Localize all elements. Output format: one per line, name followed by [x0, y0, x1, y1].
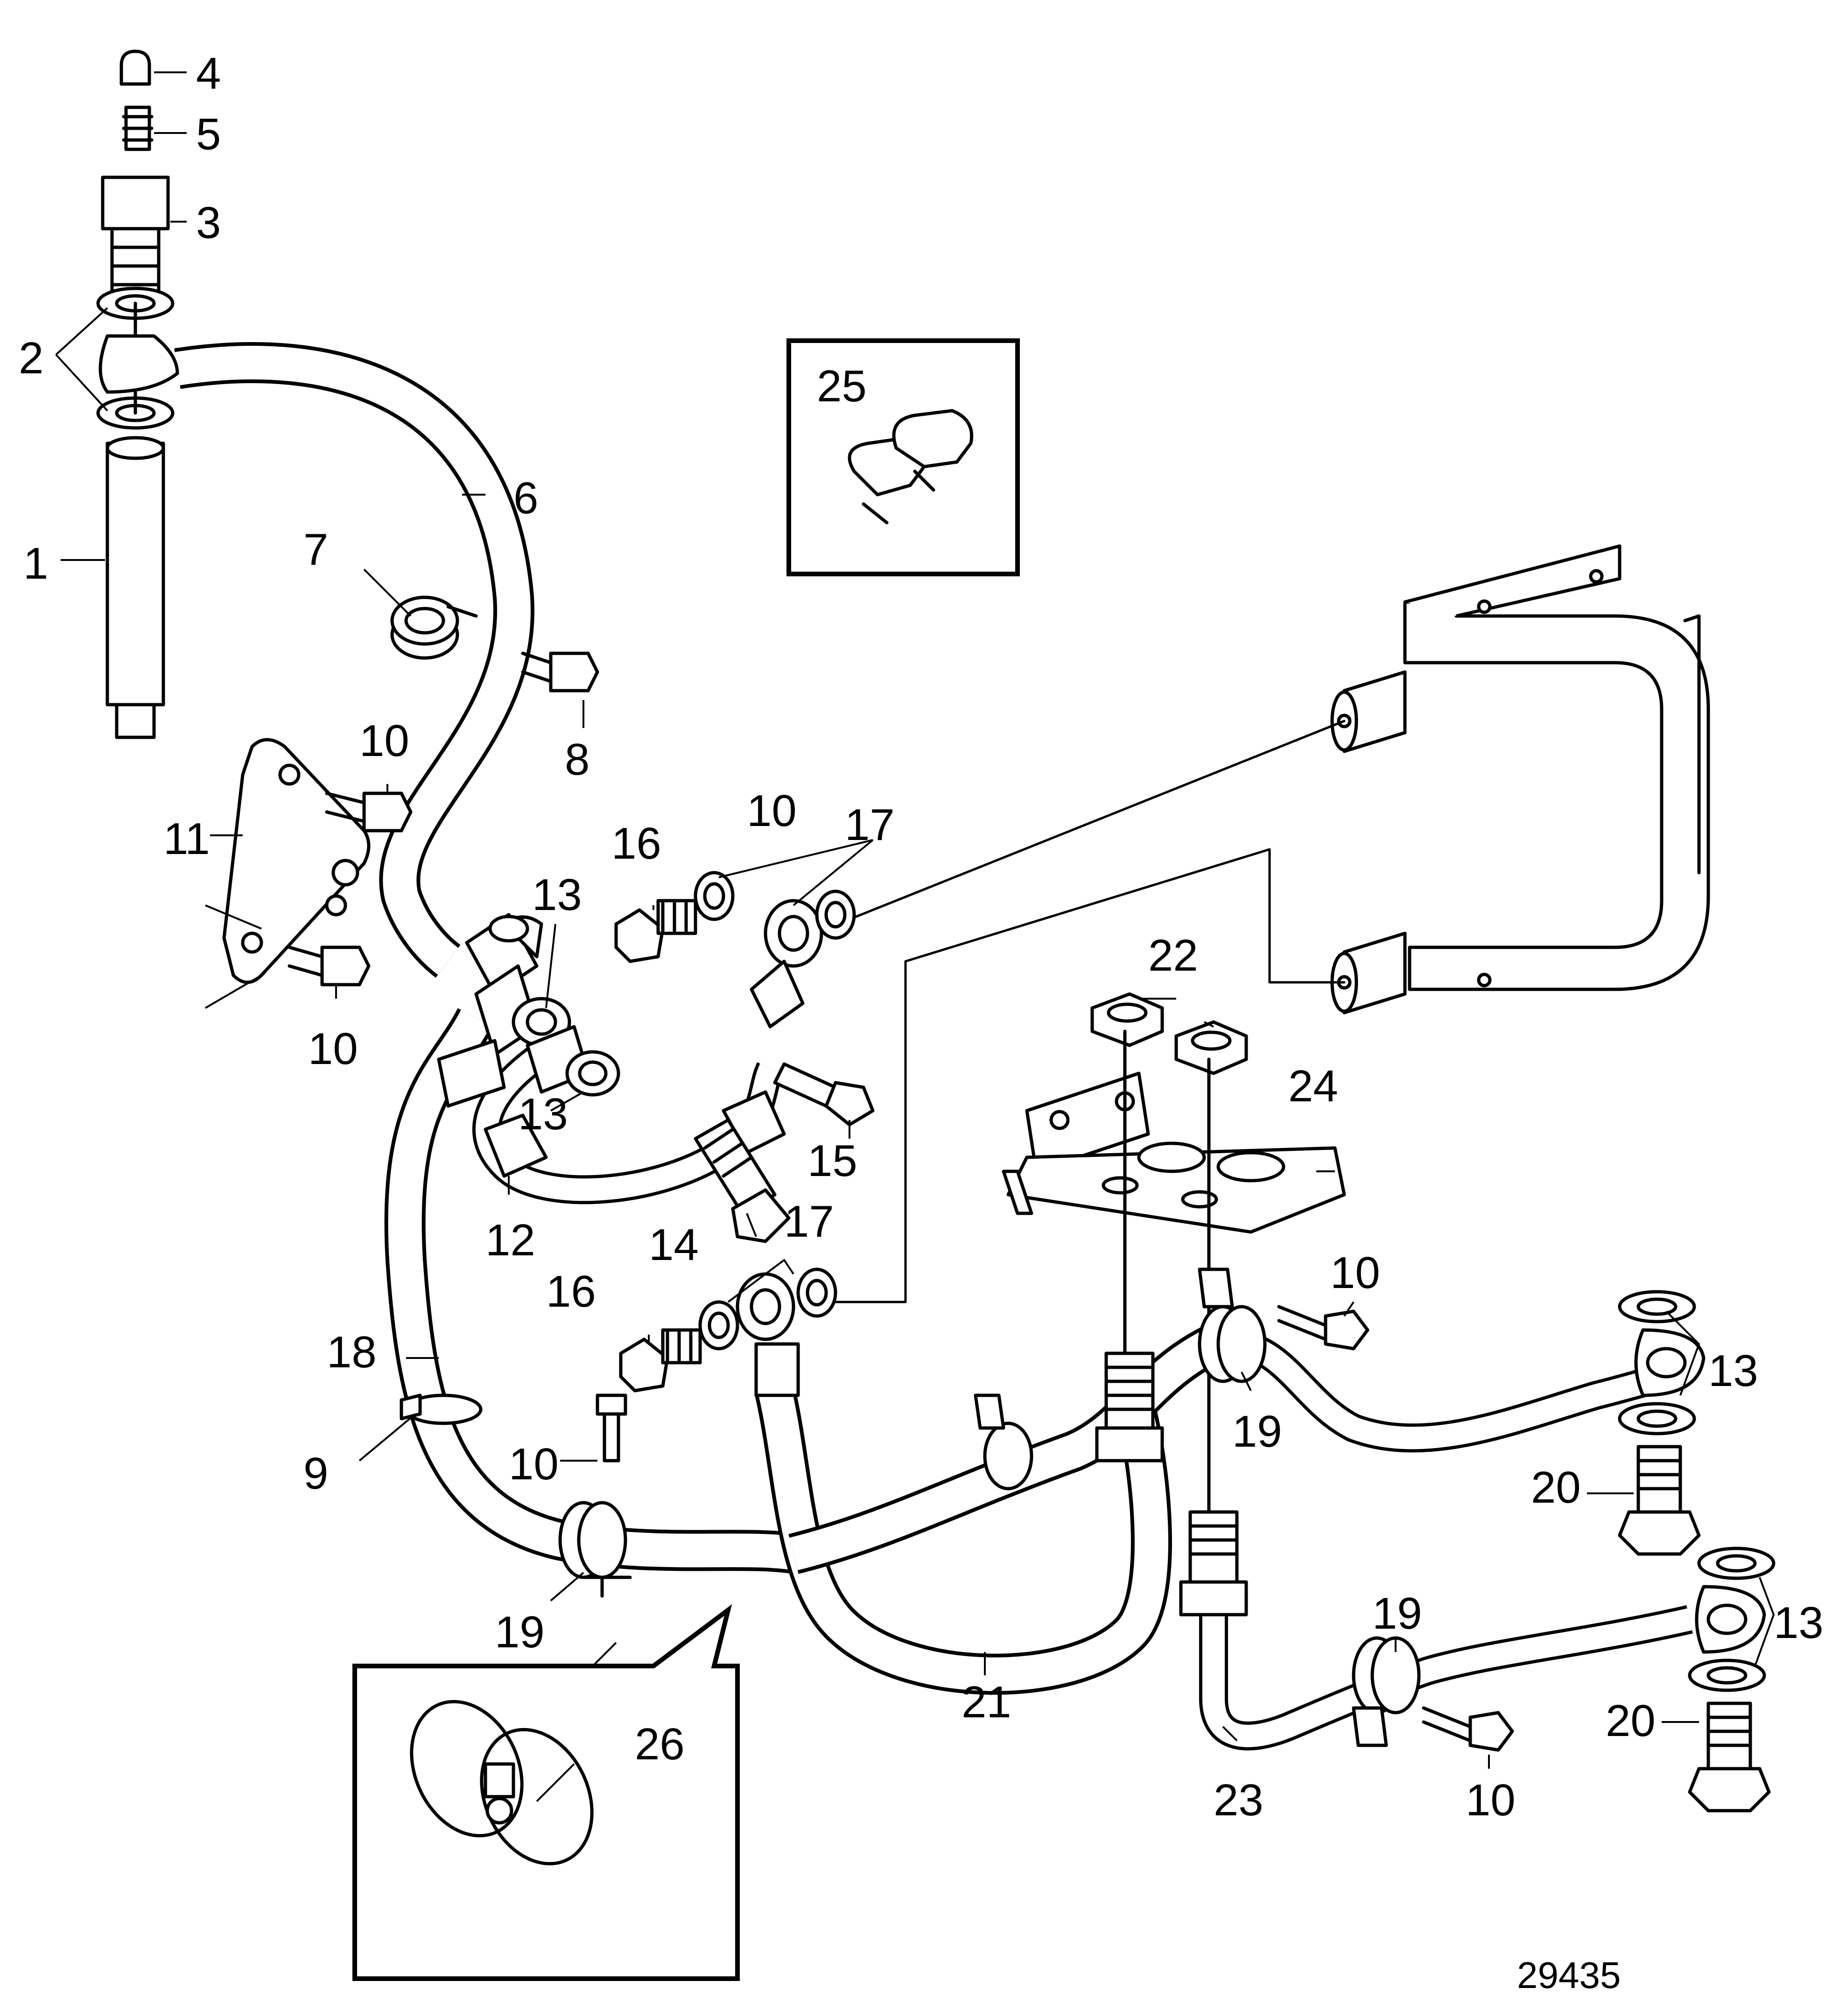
extension-1	[105, 441, 165, 707]
oil-cooler-frame	[811, 544, 1710, 1303]
callout-16-a: 16	[611, 819, 661, 868]
nut-22-left	[1090, 992, 1164, 1047]
part-stack-left	[96, 49, 179, 739]
callout-13-a: 13	[532, 870, 582, 920]
callout-1: 1	[23, 539, 48, 588]
callout-16-b: 16	[546, 1267, 596, 1316]
callout-20-b: 20	[1606, 1696, 1656, 1746]
bolt-10-right-lower	[1422, 1706, 1514, 1752]
callout-17-b: 17	[784, 1197, 834, 1246]
washer-stack-lower-right	[1688, 1547, 1776, 1692]
callout-18: 18	[327, 1327, 377, 1377]
clip-7	[390, 595, 478, 660]
nut-22-right	[1174, 1020, 1248, 1075]
callout-4: 4	[196, 49, 221, 98]
callout-11: 11	[163, 814, 210, 864]
banjo-bolt-14	[694, 1118, 791, 1243]
callout-19-c: 19	[1372, 1589, 1422, 1638]
callout-9: 9	[303, 1449, 328, 1498]
bracket-24	[1002, 1029, 1346, 1519]
callout-labels: 4 5 3 2 1 6 7 8 10 11 10 10 16 17 13 13 …	[19, 49, 1824, 1996]
bolt-10-plate-top	[325, 791, 413, 833]
callout-2: 2	[19, 333, 43, 383]
callout-22: 22	[1148, 931, 1198, 980]
callout-7: 7	[303, 525, 328, 574]
union-nut-3	[101, 175, 170, 231]
callout-13-b: 13	[518, 1089, 568, 1139]
banjo-fitting	[98, 334, 179, 394]
callout-23: 23	[1214, 1775, 1263, 1825]
callout-26: 26	[635, 1719, 685, 1769]
hose-18	[384, 1008, 802, 1575]
inset-box-clips	[786, 338, 1020, 576]
callout-13-c: 13	[1708, 1346, 1758, 1396]
callout-19-b: 19	[1232, 1407, 1282, 1456]
bolt-16-lower	[619, 1300, 739, 1393]
bolt-8	[521, 651, 599, 693]
banjo-17-lower	[736, 1267, 837, 1397]
bolt-15	[773, 1062, 875, 1127]
figure-id-label: 29435	[1517, 1954, 1621, 1996]
callout-17-a: 17	[845, 800, 895, 850]
callout-12: 12	[485, 1215, 535, 1265]
pipe-right-upper	[1238, 1330, 1672, 1453]
clamp-19-right	[1352, 1636, 1421, 1747]
callout-19-a: 19	[495, 1607, 545, 1657]
clamp-19-middle	[1198, 1267, 1267, 1383]
bolt-10-right-upper	[1277, 1305, 1369, 1351]
callout-10-a: 10	[359, 716, 409, 766]
clamp-19-left	[558, 1501, 632, 1598]
callout-20-a: 20	[1531, 1463, 1581, 1512]
callout-6: 6	[513, 473, 538, 523]
callout-25: 25	[817, 361, 867, 411]
callout-21: 21	[962, 1677, 1011, 1727]
banjo-bolt-20-upper	[1618, 1445, 1701, 1556]
callout-10-e: 10	[1330, 1248, 1380, 1298]
callout-5: 5	[196, 109, 221, 159]
callout-24: 24	[1288, 1061, 1338, 1111]
bolt-10-plate-bottom	[288, 945, 371, 987]
callout-10-f: 10	[1466, 1775, 1516, 1825]
banjo-17-upper	[750, 889, 856, 1029]
inset-box-hose-clamp	[352, 1604, 740, 1981]
bolt-10-vertical	[596, 1393, 627, 1463]
callout-15: 15	[807, 1136, 857, 1186]
callout-8: 8	[565, 735, 590, 784]
callout-3: 3	[196, 198, 221, 248]
callout-14: 14	[649, 1220, 699, 1270]
hose-21	[755, 1320, 1232, 1695]
banjo-bolt-20-lower	[1688, 1701, 1771, 1813]
clamp-21-top	[974, 1393, 1033, 1491]
washer-stack-upper-right	[1618, 1290, 1706, 1435]
callout-10-b: 10	[308, 1024, 358, 1074]
clamp-9	[400, 1393, 483, 1425]
cap-4	[119, 49, 151, 86]
adapter-lower	[1179, 1510, 1248, 1617]
callout-10-d: 10	[509, 1439, 559, 1489]
callout-13-d: 13	[1774, 1598, 1824, 1648]
bolt-16-upper	[614, 871, 735, 963]
plate-11	[222, 738, 371, 984]
central-fittings	[437, 913, 786, 1178]
hose-6	[174, 342, 534, 978]
adapter-upper	[1095, 1351, 1164, 1463]
leader-lines	[55, 71, 1775, 1802]
callout-10-c: 10	[747, 786, 797, 836]
